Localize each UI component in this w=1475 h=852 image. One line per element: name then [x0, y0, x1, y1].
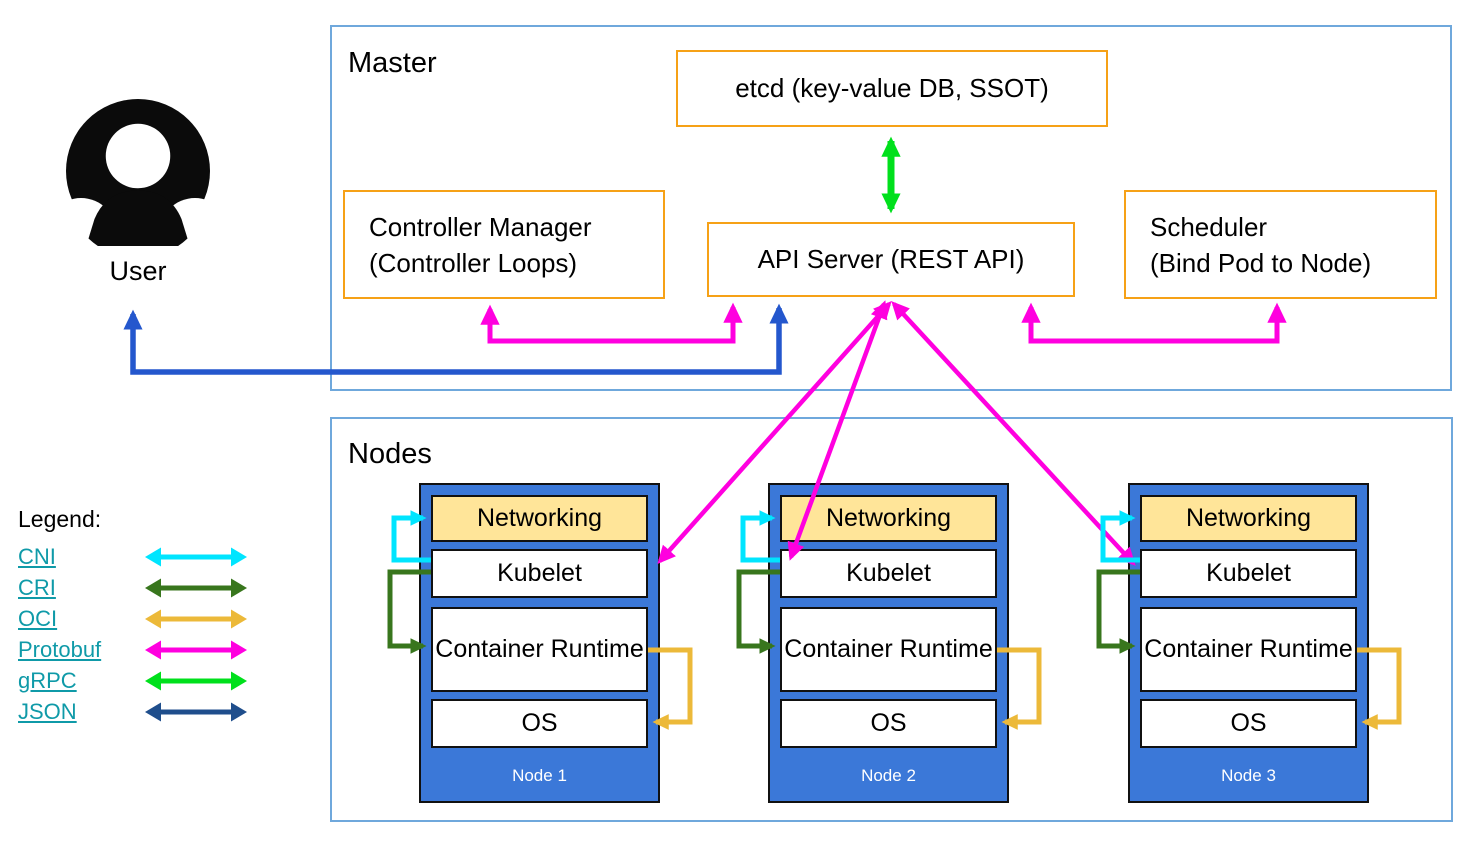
os-label: OS: [870, 708, 907, 737]
legend-link-cni[interactable]: CNI: [18, 543, 56, 569]
controller-manager-sublabel: (Controller Loops): [369, 247, 578, 278]
os-label: OS: [521, 708, 558, 737]
node-3-box: Networking Kubelet Container Runtime OS …: [1128, 483, 1369, 803]
legend-arrow-oci-icon: [145, 609, 247, 628]
networking-label: Networking: [825, 503, 952, 532]
container-runtime-label: Container Runtime: [1144, 634, 1353, 663]
legend-link-protobuf[interactable]: Protobuf: [18, 636, 102, 662]
legend-title: Legend:: [18, 506, 102, 532]
kubelet-label: Kubelet: [1206, 558, 1291, 587]
scheduler-label: Scheduler: [1150, 211, 1268, 242]
node-2-box: Networking Kubelet Container Runtime OS …: [768, 483, 1009, 803]
controller-manager-label: Controller Manager: [369, 211, 592, 242]
legend-arrow-cri-icon: [145, 578, 247, 597]
container-runtime-label: Container Runtime: [435, 634, 644, 663]
node-1-os-layer: OS: [431, 699, 648, 748]
legend-arrow-grpc-icon: [145, 671, 247, 690]
etcd-label: etcd (key-value DB, SSOT): [735, 73, 1049, 103]
networking-label: Networking: [1185, 503, 1312, 532]
legend-link-oci[interactable]: OCI: [18, 605, 58, 631]
node-3-kubelet-layer: Kubelet: [1140, 549, 1357, 598]
legend-link-grpc[interactable]: gRPC: [18, 667, 77, 693]
networking-label: Networking: [476, 503, 603, 532]
api-server-box: API Server (REST API): [707, 222, 1075, 297]
node-3-networking-layer: Networking: [1140, 495, 1357, 542]
legend-arrow-json-icon: [145, 702, 247, 721]
legend-link-cri[interactable]: CRI: [18, 574, 56, 600]
os-label: OS: [1230, 708, 1267, 737]
legend-row-protobuf: Protobuf: [18, 634, 268, 665]
user-icon: [63, 99, 213, 246]
legend-arrow-cni-icon: [145, 547, 247, 566]
kubelet-label: Kubelet: [846, 558, 931, 587]
master-section-title: Master: [348, 47, 437, 79]
kubelet-label: Kubelet: [497, 558, 582, 587]
legend-arrow-protobuf-icon: [145, 640, 247, 659]
legend-link-json[interactable]: JSON: [18, 698, 77, 724]
node-3-name: Node 3: [1221, 766, 1276, 785]
node-2-kubelet-layer: Kubelet: [780, 549, 997, 598]
node-2-name: Node 2: [861, 766, 916, 785]
legend-row-json: JSON: [18, 696, 268, 727]
etcd-box: etcd (key-value DB, SSOT): [676, 50, 1108, 127]
legend-row-cri: CRI: [18, 572, 268, 603]
node-2-container-runtime-layer: Container Runtime: [780, 607, 997, 692]
scheduler-box: Scheduler (Bind Pod to Node): [1124, 190, 1437, 299]
legend-row-grpc: gRPC: [18, 665, 268, 696]
node-1-networking-layer: Networking: [431, 495, 648, 542]
node-2-os-layer: OS: [780, 699, 997, 748]
user-label: User: [109, 256, 167, 286]
controller-manager-box: Controller Manager (Controller Loops): [343, 190, 665, 299]
legend: Legend: CNI CRI OCI: [18, 506, 268, 727]
node-1-name: Node 1: [512, 766, 567, 785]
legend-row-cni: CNI: [18, 541, 268, 572]
scheduler-sublabel: (Bind Pod to Node): [1150, 247, 1372, 278]
node-1-container-runtime-layer: Container Runtime: [431, 607, 648, 692]
node-1-kubelet-layer: Kubelet: [431, 549, 648, 598]
node-1-box: Networking Kubelet Container Runtime OS …: [419, 483, 660, 803]
nodes-section-title: Nodes: [348, 438, 432, 470]
container-runtime-label: Container Runtime: [784, 634, 993, 663]
node-3-container-runtime-layer: Container Runtime: [1140, 607, 1357, 692]
api-server-label: API Server (REST API): [757, 244, 1025, 274]
node-2-networking-layer: Networking: [780, 495, 997, 542]
legend-row-oci: OCI: [18, 603, 268, 634]
node-3-os-layer: OS: [1140, 699, 1357, 748]
